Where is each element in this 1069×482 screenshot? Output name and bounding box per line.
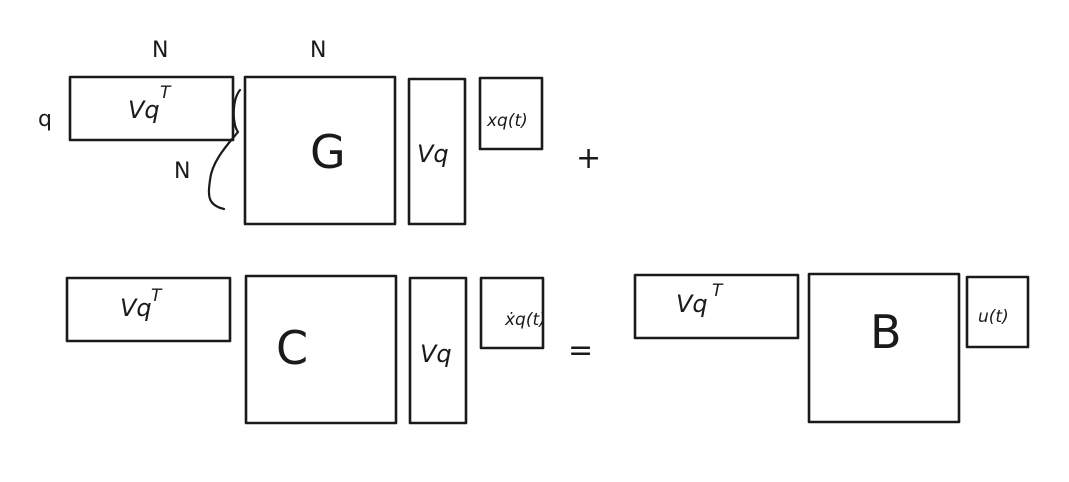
matrix-vq-bottom <box>408 276 468 425</box>
dimension-bracket <box>207 88 242 211</box>
xq-dot-label: ẋq(t) <box>504 310 546 330</box>
vector-xq <box>478 76 544 151</box>
b-label: B <box>870 305 902 359</box>
dim-label-n-top-left: N <box>152 38 168 63</box>
matrix-vq-transpose-bottom <box>65 276 232 343</box>
vector-u <box>965 275 1030 349</box>
matrix-g <box>243 75 397 226</box>
u-label: u(t) <box>978 307 1009 327</box>
equals-sign: = <box>568 333 593 368</box>
vector-xq-dot <box>479 276 545 350</box>
vq-label-top: Vq <box>417 140 449 168</box>
dim-label-n-bracket: N <box>174 159 190 184</box>
matrix-vq-top <box>407 77 467 226</box>
vq-transpose-label-top: Vq <box>128 96 160 124</box>
dim-label-q-left: q <box>38 107 52 132</box>
vq-label-bottom: Vq <box>420 340 452 368</box>
matrix-b <box>807 272 961 424</box>
vq-transpose-label-bottom: Vq <box>120 294 152 322</box>
g-label: G <box>310 125 346 179</box>
matrix-vq-transpose-rhs <box>633 273 800 340</box>
transpose-superscript-top: T <box>160 83 172 103</box>
matrix-c <box>244 274 398 425</box>
c-label: C <box>276 321 308 375</box>
transpose-superscript-bottom: T <box>151 286 163 306</box>
dim-label-n-top-right: N <box>310 38 326 63</box>
vq-transpose-label-rhs: Vq <box>676 290 708 318</box>
plus-sign: + <box>576 141 601 176</box>
transpose-superscript-rhs: T <box>712 281 724 301</box>
xq-label: xq(t) <box>486 111 528 131</box>
